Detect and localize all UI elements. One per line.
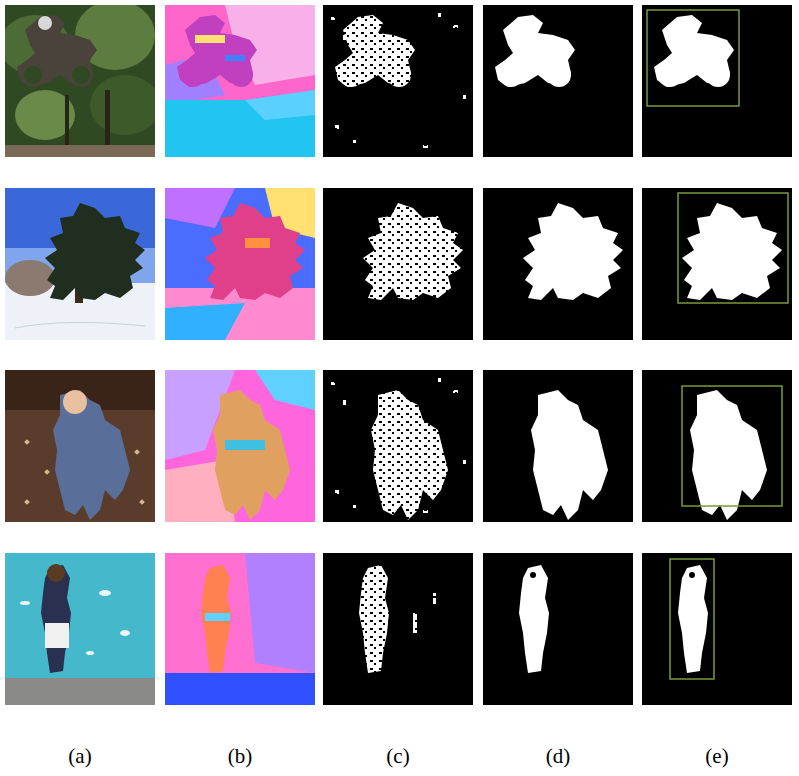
segmentation-map xyxy=(165,553,315,705)
photo-child-at-wall xyxy=(5,553,155,705)
segmentation-map xyxy=(165,188,315,340)
photo-crawling-child xyxy=(5,370,155,522)
photo-motocross xyxy=(5,5,155,157)
mask-with-box xyxy=(642,5,792,157)
segmentation-map xyxy=(165,370,315,522)
panel-label: (d) xyxy=(546,744,571,769)
refined-mask xyxy=(483,553,633,705)
raw-mask xyxy=(323,5,473,157)
panel-label: (a) xyxy=(68,744,91,769)
refined-mask xyxy=(483,188,633,340)
mask-with-box xyxy=(642,188,792,340)
raw-mask xyxy=(323,370,473,522)
mask-with-box xyxy=(642,553,792,705)
panel-label: (b) xyxy=(228,744,253,769)
raw-mask xyxy=(323,553,473,705)
mask-with-box xyxy=(642,370,792,522)
panel-label: (c) xyxy=(386,744,409,769)
raw-mask xyxy=(323,188,473,340)
refined-mask xyxy=(483,5,633,157)
photo-tree xyxy=(5,188,155,340)
segmentation-map xyxy=(165,5,315,157)
panel-label: (e) xyxy=(705,744,728,769)
refined-mask xyxy=(483,370,633,522)
